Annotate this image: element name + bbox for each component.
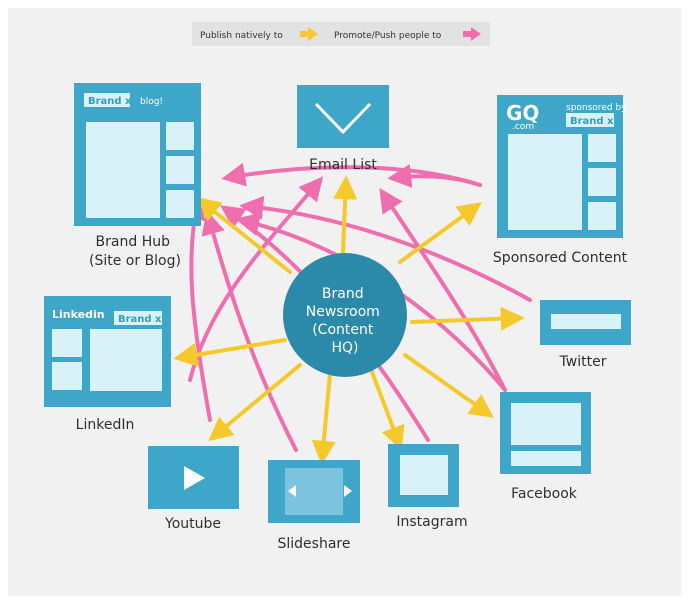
twitter-node: Twitter bbox=[540, 300, 631, 370]
yellow-arrow-to-instagram bbox=[370, 370, 405, 451]
legend-publish-label: Publish natively to bbox=[200, 31, 283, 41]
facebook-main-block bbox=[511, 403, 581, 445]
sponsored-side-block bbox=[588, 202, 616, 230]
legend-box bbox=[192, 22, 490, 46]
youtube-label: Youtube bbox=[164, 516, 221, 532]
hub-line-4: HQ) bbox=[331, 340, 358, 356]
instagram-node: Instagram bbox=[388, 444, 468, 530]
slideshare-label: Slideshare bbox=[278, 536, 351, 552]
envelope-icon bbox=[314, 102, 372, 135]
brand-hub-main-block bbox=[86, 122, 160, 218]
yellow-arrow-to-sponsored bbox=[398, 202, 482, 264]
legend-promote-label: Promote/Push people to bbox=[334, 31, 442, 41]
gq-logo: GQ bbox=[506, 101, 539, 125]
facebook-node: Facebook bbox=[500, 392, 591, 502]
slideshare-node: Slideshare bbox=[268, 460, 360, 552]
yellow-arrow-to-slideshare bbox=[311, 372, 336, 465]
linkedin-logo: Linkedin bbox=[52, 308, 105, 321]
brand-newsroom-hub: Brand Newsroom (Content HQ) bbox=[283, 253, 407, 377]
legend: Publish natively to Promote/Push people … bbox=[192, 22, 490, 46]
pink-arrow-linkedin-to-email bbox=[188, 176, 324, 382]
sponsored-side-block bbox=[588, 168, 616, 196]
brand-hub-node: Brand x blog! Brand Hub (Site or Blog) bbox=[74, 83, 201, 269]
gq-logo-sub: .com bbox=[512, 122, 534, 132]
slide-next-icon bbox=[344, 485, 352, 497]
pink-arrow-twitter-to-hub bbox=[239, 195, 532, 302]
yellow-arrow-to-facebook bbox=[403, 353, 494, 418]
hub-line-1: Brand bbox=[322, 286, 364, 302]
brand-hub-tag: blog! bbox=[140, 97, 163, 107]
brand-hub-side-block bbox=[166, 190, 194, 218]
facebook-bar bbox=[511, 451, 581, 466]
linkedin-badge: Brand x bbox=[118, 314, 162, 325]
sponsored-label: Sponsored Content bbox=[493, 250, 628, 266]
hub-line-3: (Content bbox=[312, 322, 374, 338]
youtube-node: Youtube bbox=[148, 446, 239, 532]
email-list-node: Email List bbox=[297, 85, 389, 173]
sponsored-by-text: sponsored by bbox=[566, 103, 627, 113]
yellow-arrow-to-linkedin bbox=[173, 338, 287, 367]
linkedin-side-block bbox=[52, 329, 82, 357]
play-icon bbox=[184, 466, 205, 490]
sponsored-badge: Brand x bbox=[570, 116, 614, 127]
sponsored-badge-bg bbox=[566, 113, 614, 127]
email-label: Email List bbox=[309, 157, 377, 173]
pink-arrow-sponsored-to-email bbox=[387, 164, 482, 188]
yellow-arrow-to-email bbox=[333, 175, 358, 254]
brand-hub-label-1: Brand Hub bbox=[96, 234, 171, 250]
yellow-arrow-to-twitter bbox=[410, 306, 525, 331]
brand-hub-label-2: (Site or Blog) bbox=[89, 253, 181, 269]
legend-pink-arrow-icon bbox=[463, 27, 481, 41]
yellow-arrow-to-hub bbox=[196, 197, 292, 274]
slide-prev-icon bbox=[288, 485, 296, 497]
linkedin-label: LinkedIn bbox=[76, 417, 135, 433]
legend-yellow-arrow-icon bbox=[300, 27, 318, 41]
brand-hub-side-block bbox=[166, 156, 194, 184]
twitter-label: Twitter bbox=[559, 354, 607, 370]
facebook-label: Facebook bbox=[511, 486, 578, 502]
svg-text:Brand Hub (Site or Blog): Brand Hub (Site or Blog) bbox=[89, 234, 181, 269]
publish-arrows bbox=[173, 175, 525, 465]
sponsored-side-block bbox=[588, 134, 616, 162]
linkedin-badge-bg bbox=[114, 311, 162, 325]
linkedin-side-block bbox=[52, 362, 82, 390]
pink-arrow-slideshare-to-hub bbox=[201, 210, 298, 452]
hub-line-2: Newsroom bbox=[306, 304, 380, 320]
pink-arrow-facebook-to-email bbox=[379, 187, 507, 392]
brand-hub-badge: Brand x bbox=[88, 96, 132, 107]
twitter-bar bbox=[551, 314, 621, 329]
hub-circle bbox=[283, 253, 407, 377]
linkedin-node: Linkedin Brand x LinkedIn bbox=[44, 296, 171, 433]
svg-text:Brand Newsroom (Co: Brand Newsroom (Content HQ) bbox=[306, 286, 385, 356]
brand-hub-badge-bg bbox=[84, 93, 130, 107]
email-frame bbox=[297, 85, 389, 148]
instagram-label: Instagram bbox=[396, 514, 467, 530]
sponsored-main-block bbox=[508, 134, 582, 230]
brand-hub-side-block bbox=[166, 122, 194, 150]
linkedin-main-block bbox=[90, 329, 162, 391]
yellow-arrow-to-youtube bbox=[208, 363, 302, 442]
sponsored-content-node: GQ .com sponsored by Brand x Sponsored C… bbox=[493, 95, 628, 266]
instagram-photo-block bbox=[400, 455, 448, 495]
